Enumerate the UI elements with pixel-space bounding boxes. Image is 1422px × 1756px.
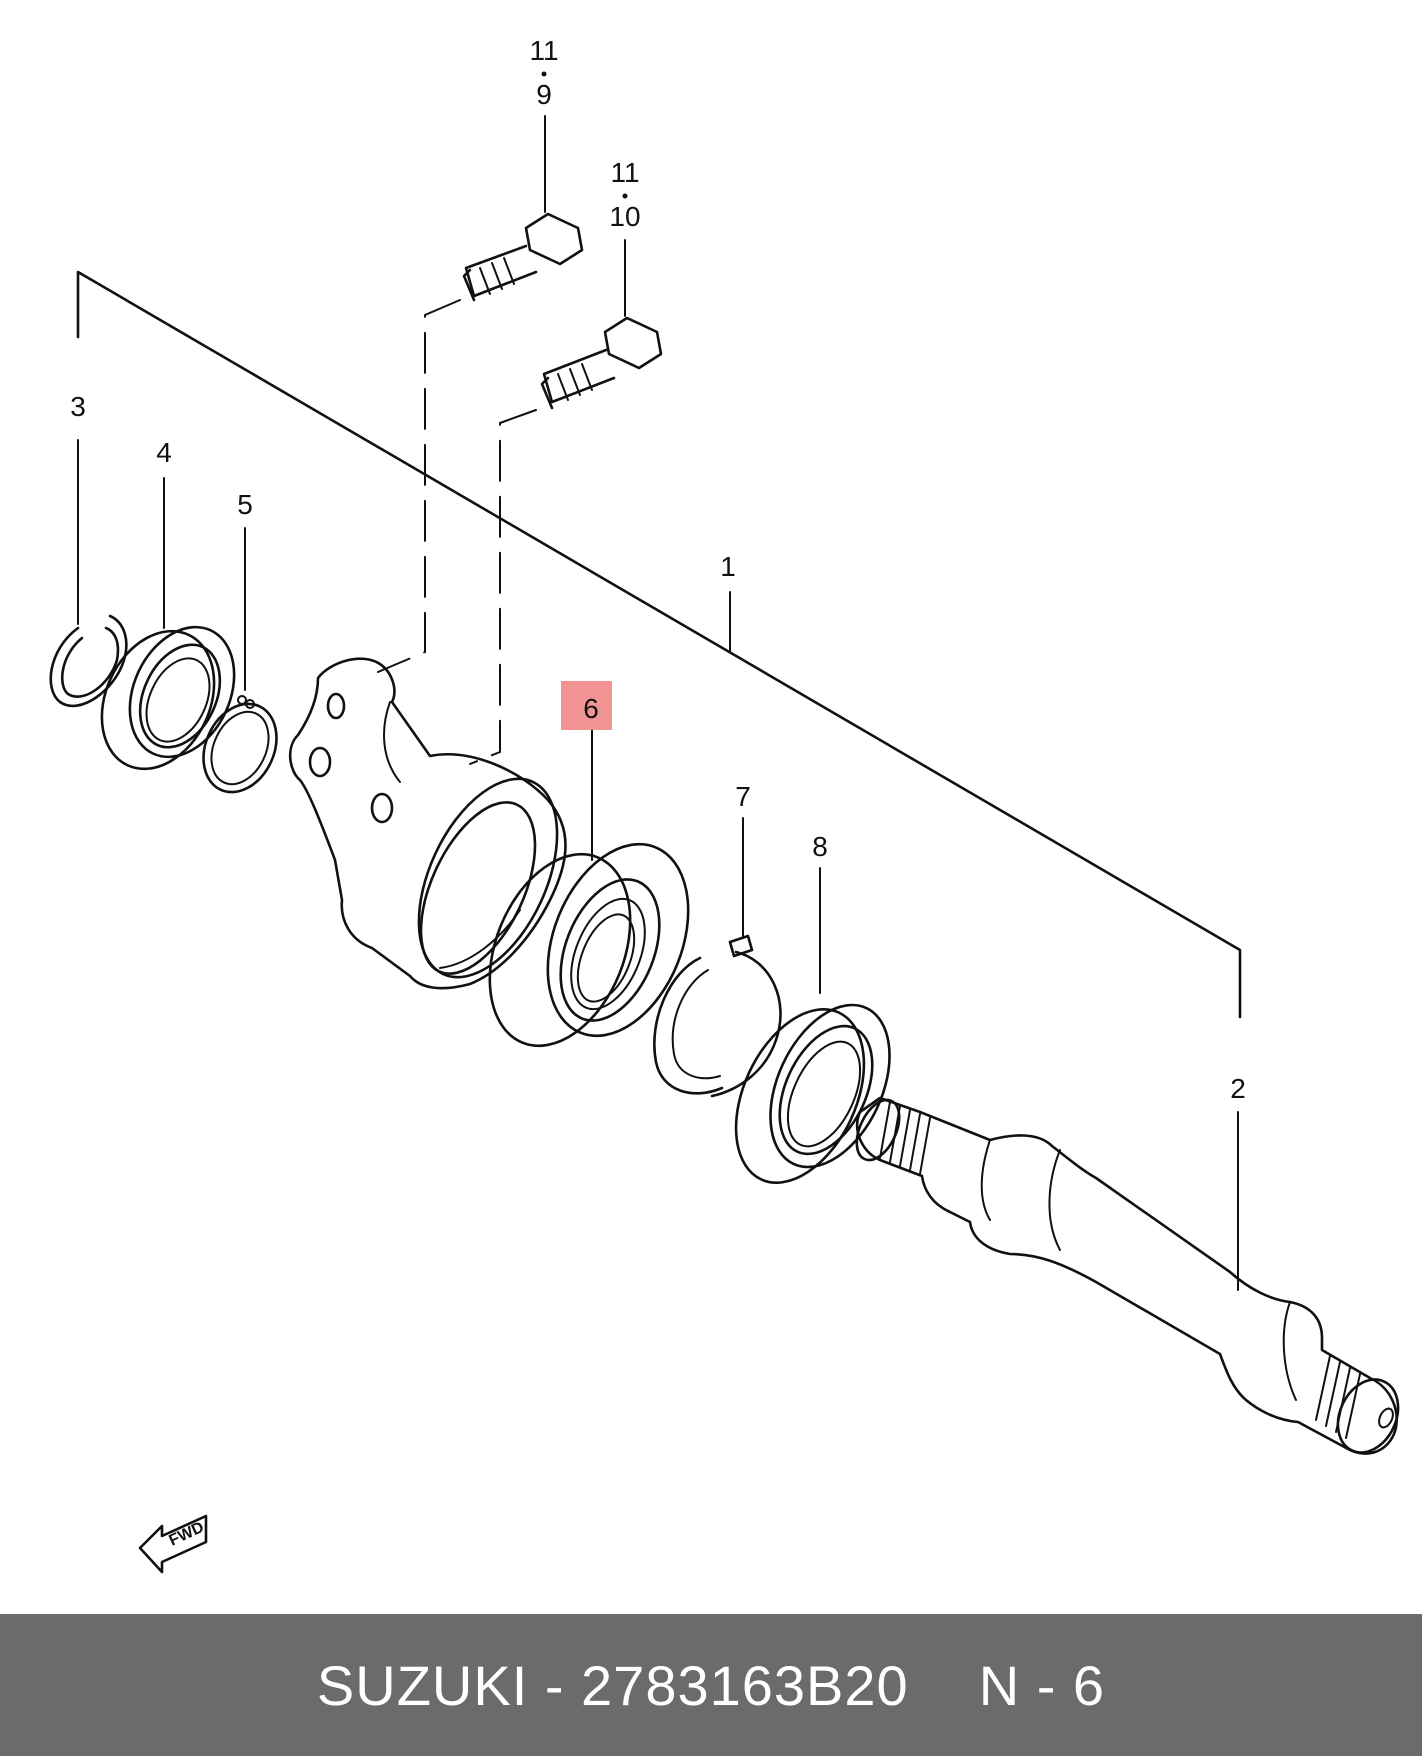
callout-4: 4	[156, 437, 172, 468]
snap-ring-7	[653, 934, 782, 1098]
diagram-code-text: N - 6	[978, 1653, 1106, 1717]
circlip-5	[202, 695, 278, 794]
callout-8: 8	[812, 831, 828, 862]
callout-2: 2	[1230, 1073, 1246, 1104]
callout-10-dot	[622, 193, 628, 199]
snap-ring-3	[49, 614, 128, 708]
callout-9-top: 11	[529, 35, 558, 66]
callout-10-bottom: 10	[609, 201, 640, 232]
callout-1: 1	[720, 551, 736, 582]
callout-6: 6	[583, 693, 599, 724]
bearing-6	[488, 842, 690, 1048]
part-number-text: SUZUKI - 2783163B20	[316, 1653, 909, 1717]
callout-10-top: 11	[610, 157, 639, 188]
bolt-9	[462, 212, 584, 302]
callout-9-bottom: 9	[536, 79, 552, 110]
seal-4	[100, 625, 236, 771]
callout-5: 5	[237, 489, 253, 520]
callout-9-dot	[541, 71, 547, 77]
leader-lines	[77, 115, 1239, 1291]
assembly-bracket-line	[76, 270, 1242, 1019]
bolt-10	[540, 316, 663, 410]
exploded-parts-diagram: FWD 1 2 3 4 5 6 7 8 11 9 11 10	[49, 35, 1400, 1574]
callout-3: 3	[70, 391, 86, 422]
callout-7: 7	[735, 781, 751, 812]
seal-8	[734, 1003, 891, 1184]
drive-shaft-2	[855, 1096, 1400, 1455]
bearing-housing	[288, 657, 567, 990]
callout-6-highlight	[561, 681, 612, 730]
footer-bar: SUZUKI - 2783163B20 N - 6	[0, 1614, 1422, 1756]
fwd-arrow: FWD	[138, 1514, 208, 1574]
callout-labels: 1 2 3 4 5 6 7 8 11 9 11 10	[70, 35, 1246, 1104]
